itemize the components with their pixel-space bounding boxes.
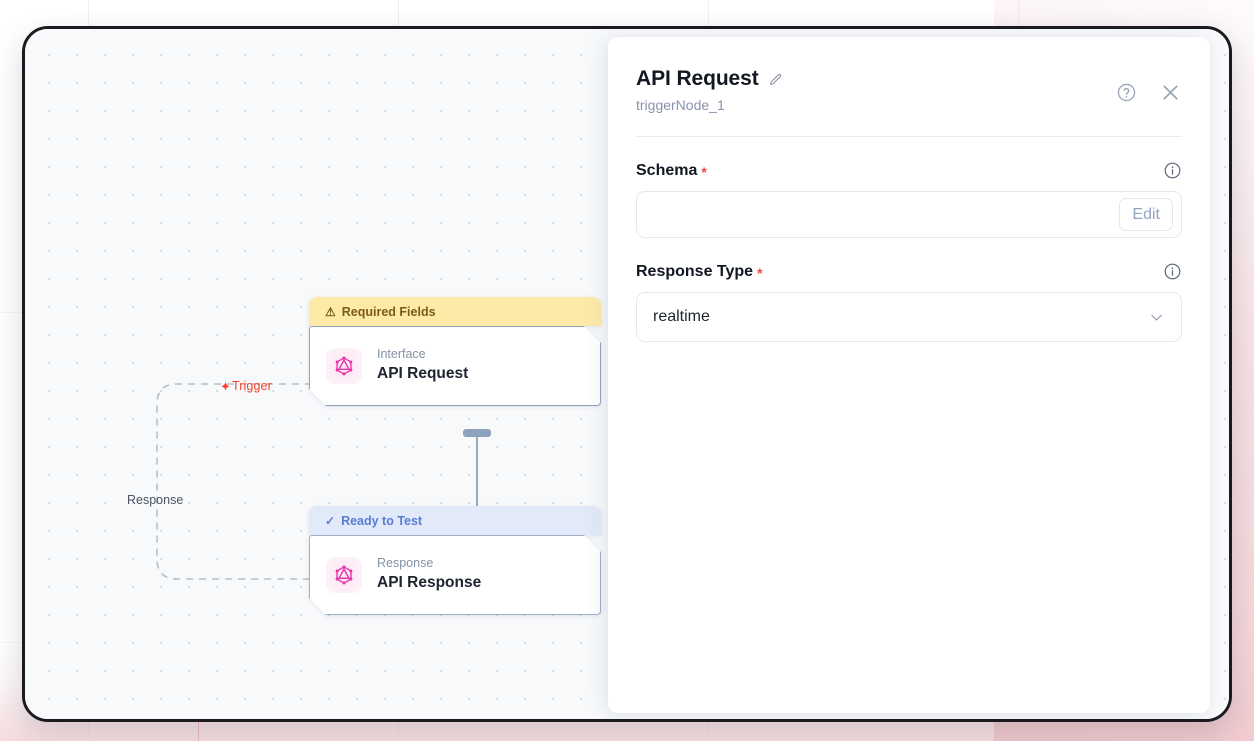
required-marker: * bbox=[701, 163, 707, 180]
node-body[interactable]: Interface API Request bbox=[309, 326, 601, 406]
info-circle-icon[interactable] bbox=[1163, 161, 1182, 180]
properties-panel: API Request triggerNode_1 bbox=[608, 37, 1210, 713]
panel-subtitle: triggerNode_1 bbox=[636, 97, 725, 113]
graphql-icon bbox=[326, 557, 362, 593]
node-status-header-required-fields: ⚠ Required Fields bbox=[309, 297, 601, 326]
panel-header: API Request triggerNode_1 bbox=[636, 67, 1182, 113]
node-status-label: Required Fields bbox=[341, 304, 436, 319]
chevron-down-icon[interactable] bbox=[1148, 309, 1165, 326]
node-text: Response API Response bbox=[377, 557, 481, 592]
node-title-label: API Request bbox=[377, 365, 469, 383]
field-schema: Schema * Edit bbox=[636, 161, 1182, 238]
field-label-row: Response Type * bbox=[636, 262, 1182, 281]
edge-label-trigger: ✦ Trigger bbox=[220, 379, 272, 393]
warning-triangle-icon: ⚠ bbox=[325, 304, 336, 319]
field-label: Response Type * bbox=[636, 263, 763, 281]
response-type-select[interactable]: realtime bbox=[636, 292, 1182, 342]
app-frame: ✦ Trigger Response ⚠ Required Fields bbox=[22, 26, 1232, 722]
close-icon[interactable] bbox=[1159, 81, 1182, 104]
pencil-icon[interactable] bbox=[768, 72, 783, 87]
field-label-text: Schema bbox=[636, 161, 698, 179]
node-status-label: Ready to Test bbox=[341, 513, 423, 528]
panel-header-actions bbox=[1116, 81, 1182, 104]
panel-title-row: API Request bbox=[636, 67, 1182, 91]
node-body[interactable]: Response API Response bbox=[309, 535, 601, 615]
question-circle-icon[interactable] bbox=[1116, 82, 1137, 103]
response-edge-path bbox=[156, 383, 325, 580]
field-response-type: Response Type * realtime bbox=[636, 262, 1182, 342]
check-icon: ✓ bbox=[325, 513, 336, 528]
graphql-icon bbox=[326, 348, 362, 384]
node-kind-label: Response bbox=[377, 556, 434, 571]
node-api-request[interactable]: ⚠ Required Fields bbox=[309, 297, 601, 406]
schema-input-shell[interactable]: Edit bbox=[636, 191, 1182, 238]
lightning-bolt-icon: ✦ bbox=[220, 378, 231, 394]
field-label-text: Response Type bbox=[636, 262, 754, 280]
node-title-label: API Response bbox=[377, 574, 482, 592]
field-label-row: Schema * bbox=[636, 161, 1182, 180]
panel-divider bbox=[636, 136, 1182, 137]
node-api-response[interactable]: ✓ Ready to Test bbox=[309, 506, 601, 615]
node-kind-label: Interface bbox=[377, 347, 426, 362]
node-text: Interface API Request bbox=[377, 348, 468, 383]
required-marker: * bbox=[757, 264, 763, 281]
page-title: API Request bbox=[636, 67, 759, 90]
schema-edit-button[interactable]: Edit bbox=[1119, 198, 1173, 231]
response-type-value: realtime bbox=[653, 308, 710, 325]
info-circle-icon[interactable] bbox=[1163, 262, 1182, 281]
edge-label-response: Response bbox=[127, 493, 184, 507]
field-label: Schema * bbox=[636, 162, 707, 180]
node-status-header-ready-to-test: ✓ Ready to Test bbox=[309, 506, 601, 535]
edge-label-trigger-text: Trigger bbox=[232, 379, 272, 393]
